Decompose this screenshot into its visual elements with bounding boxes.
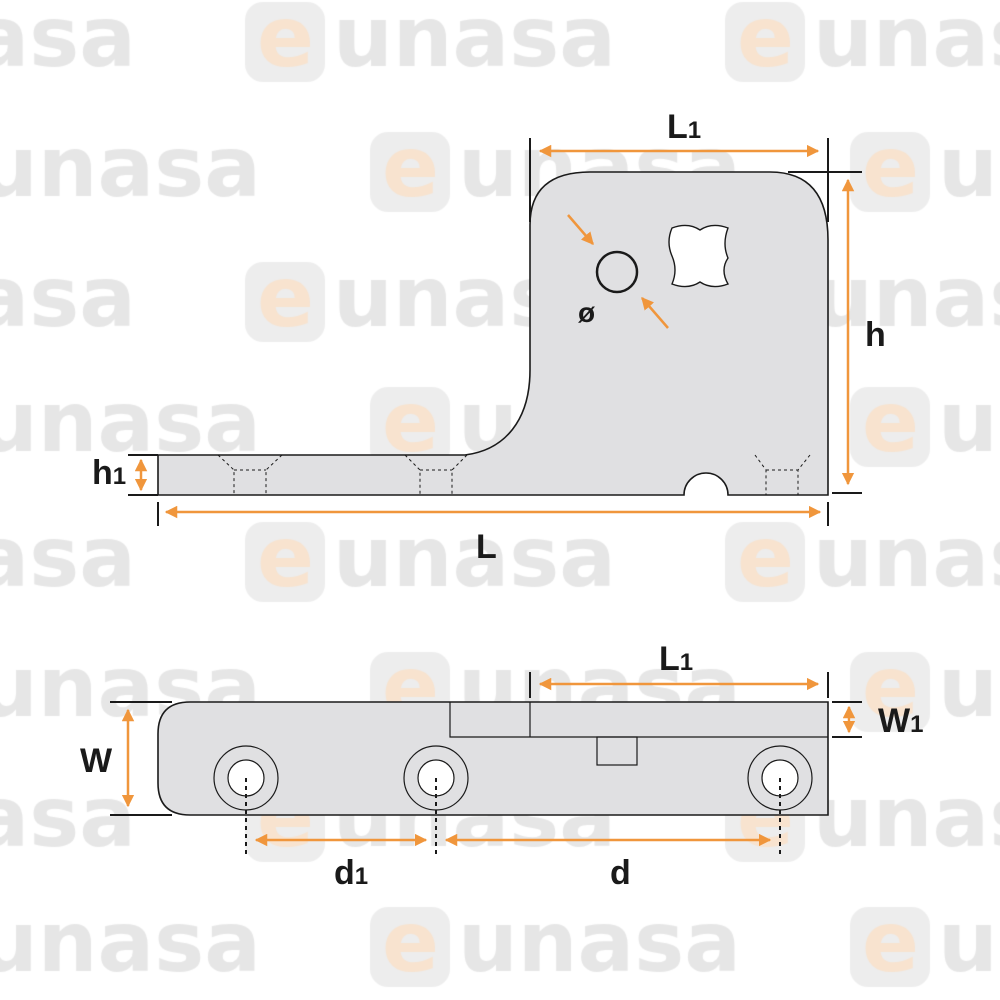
label-L1-top: L1: [667, 108, 701, 146]
label-h: h: [865, 316, 886, 354]
bracket-plan-view: [157, 701, 829, 816]
square-hole: [668, 224, 730, 288]
label-d1: d1: [334, 854, 368, 892]
bottom-view: L1 W W1 d1 d: [80, 640, 923, 892]
label-L: L: [476, 528, 497, 566]
bracket-side-profile: [157, 171, 829, 496]
label-diameter: ø: [578, 297, 595, 328]
round-hole: [595, 250, 639, 294]
tab: [596, 736, 638, 766]
label-d: d: [610, 854, 631, 892]
label-W: W: [80, 742, 113, 780]
countersunk-holes: [217, 454, 811, 495]
top-view: L1 h ø h1 L: [92, 108, 886, 566]
label-W1: W1: [878, 702, 923, 740]
label-L1-bottom: L1: [659, 640, 693, 678]
label-h1: h1: [92, 454, 126, 492]
